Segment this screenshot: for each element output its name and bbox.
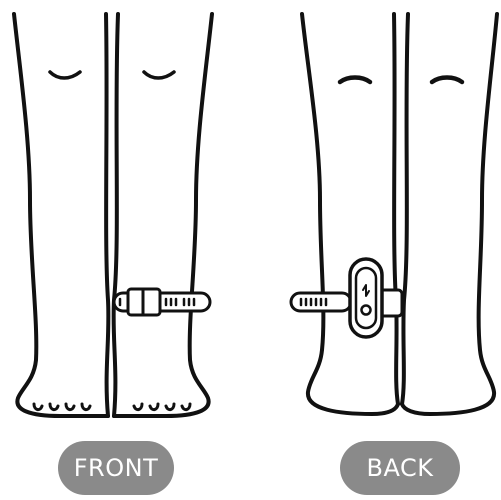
back-left-leg-inner	[394, 14, 398, 404]
back-right-leg-inner	[402, 14, 408, 404]
front-label: FRONT	[58, 441, 174, 495]
back-legs	[302, 14, 497, 414]
back-left-leg-outline	[302, 14, 398, 414]
front-right-leg-outline	[114, 14, 212, 416]
wearable-device-icon	[291, 259, 402, 337]
front-left-knee	[50, 72, 80, 78]
front-right-knee	[144, 72, 174, 78]
back-label: BACK	[340, 441, 460, 495]
back-right-knee-crease	[432, 78, 462, 83]
front-right-leg-inner	[114, 14, 118, 416]
buckle-strap-icon	[114, 289, 210, 315]
front-left-leg-inner	[106, 14, 108, 416]
front-right-toes	[134, 404, 190, 410]
back-left-knee-crease	[340, 78, 370, 83]
front-left-leg-outline	[14, 14, 108, 416]
back-right-leg-outline	[402, 14, 497, 414]
front-left-toes	[34, 404, 90, 410]
front-legs	[14, 14, 212, 416]
